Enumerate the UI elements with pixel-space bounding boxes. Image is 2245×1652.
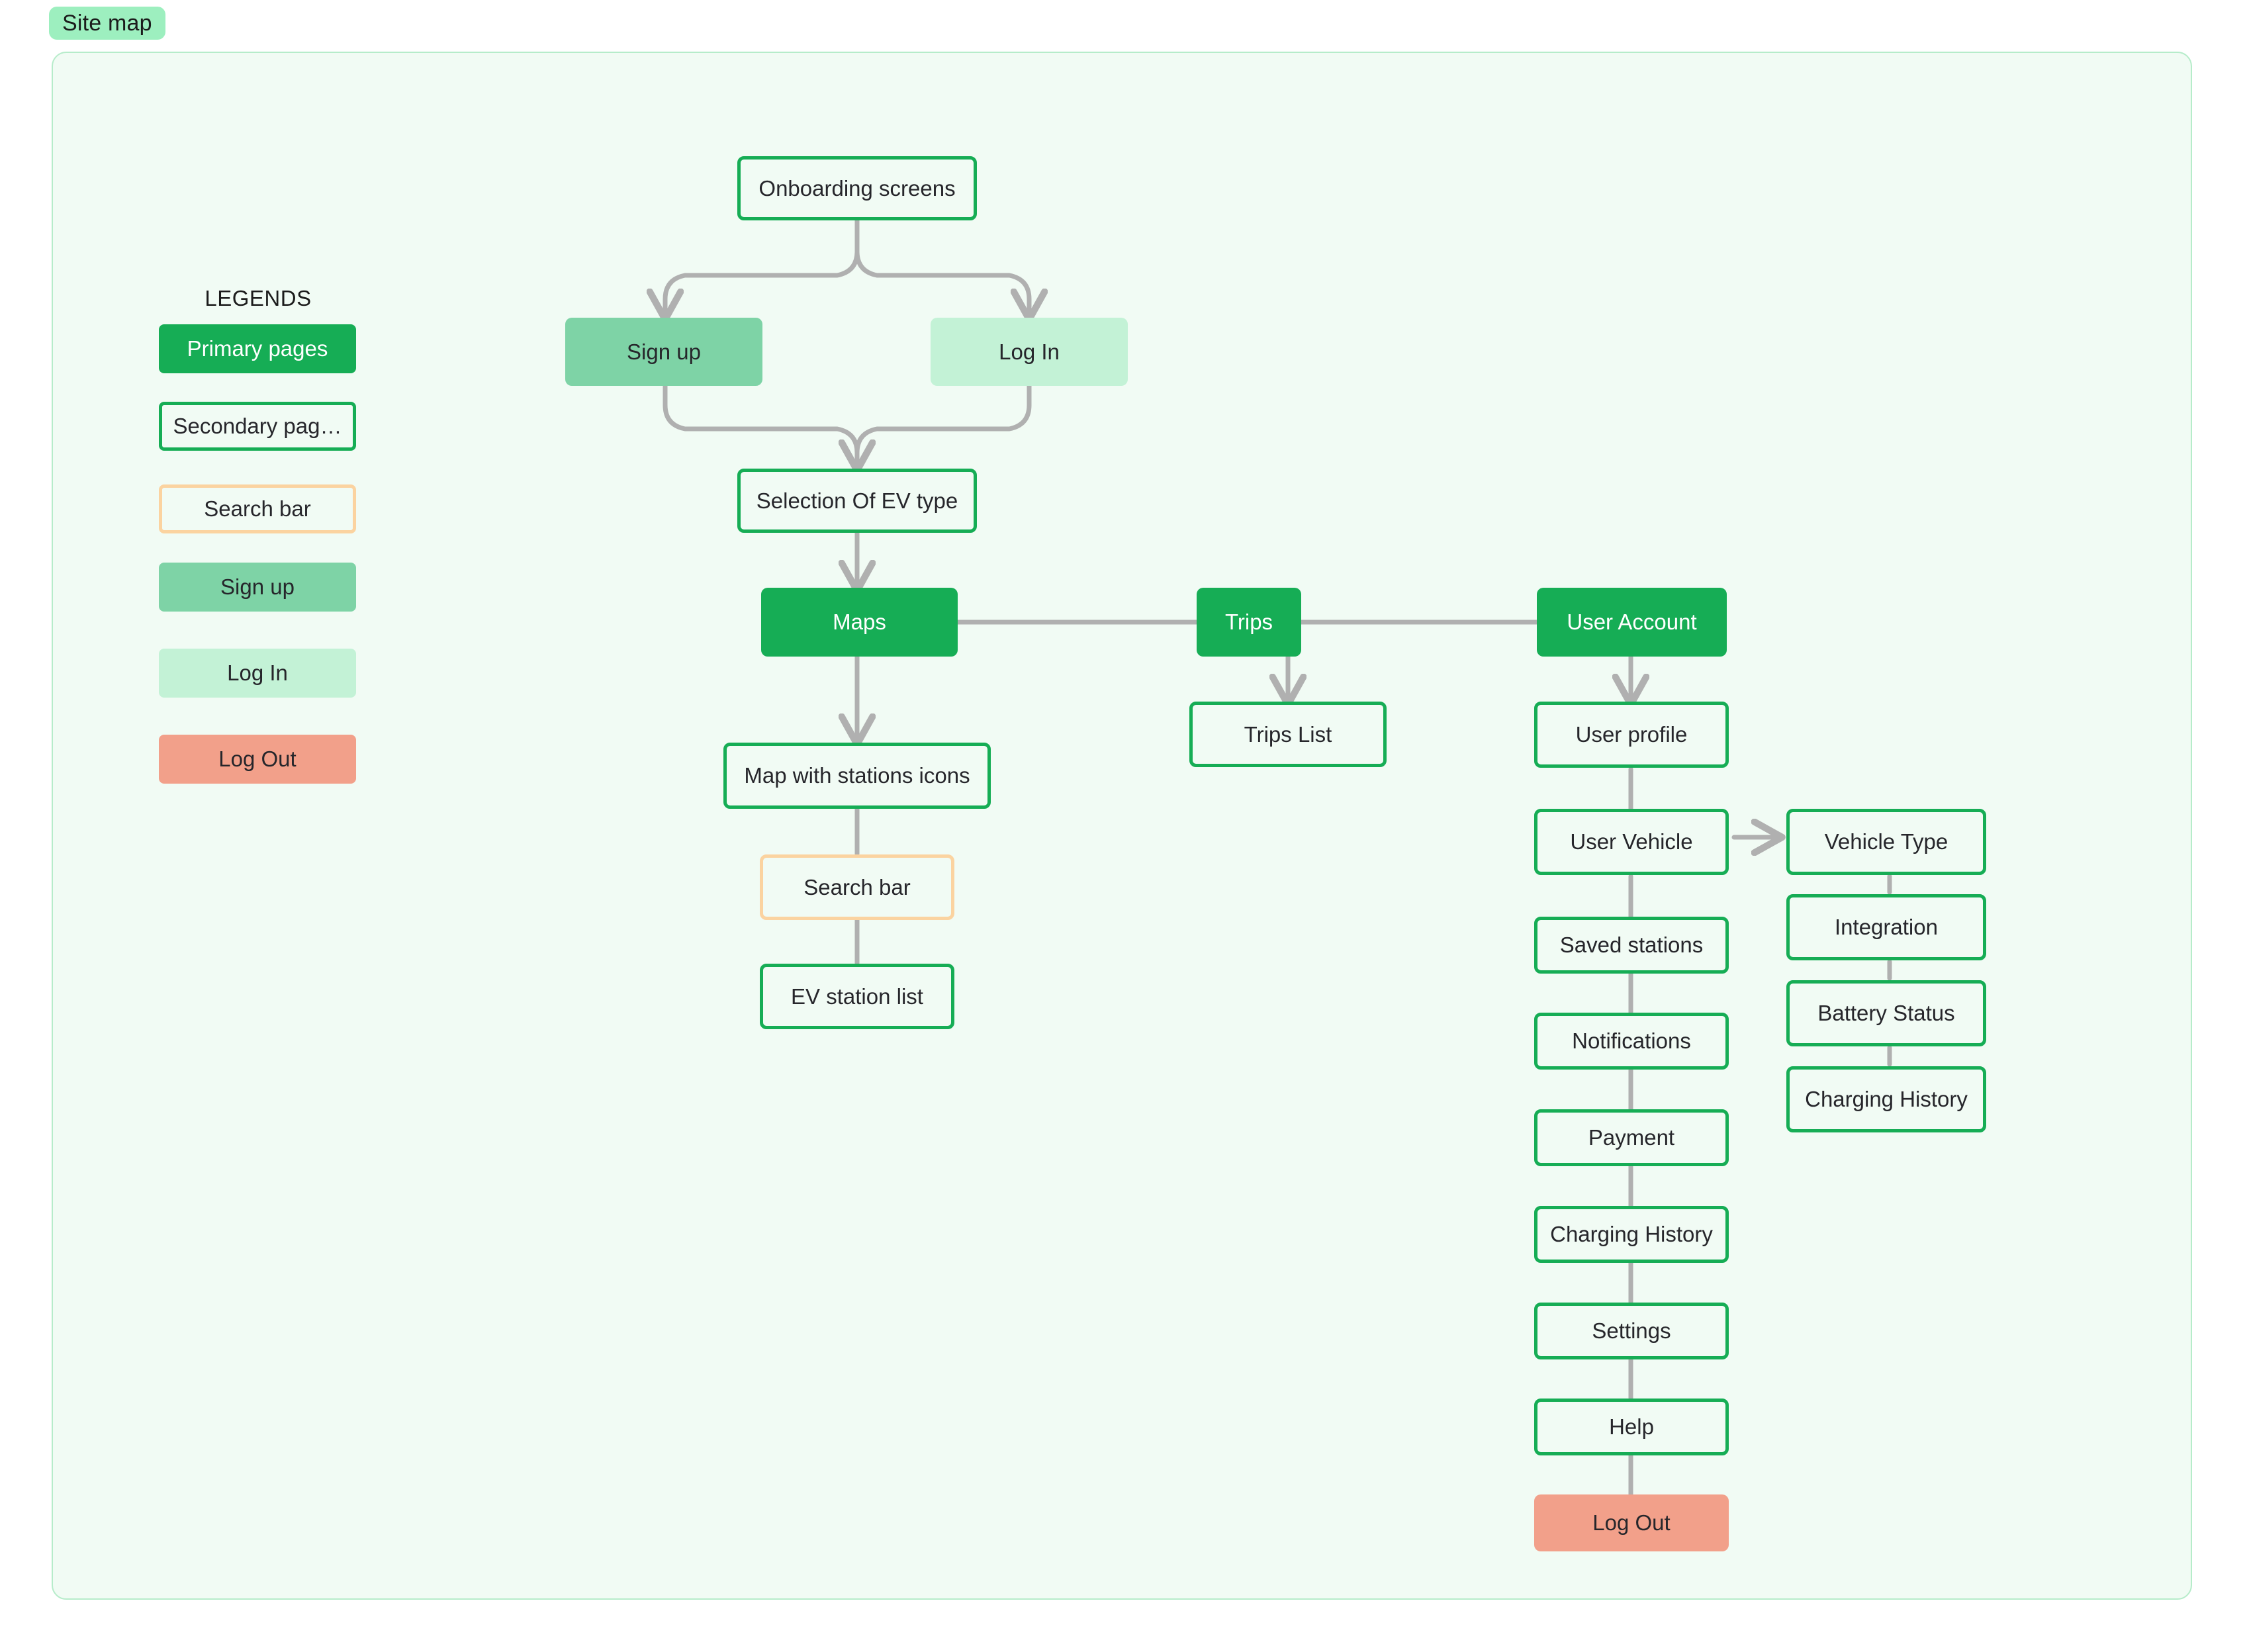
node-selection-of-ev-type[interactable]: Selection Of EV type (737, 469, 977, 533)
legend-item-sign-up: Sign up (159, 563, 356, 612)
node-vehicle-type[interactable]: Vehicle Type (1786, 809, 1986, 875)
node-maps[interactable]: Maps (761, 588, 958, 657)
node-trips[interactable]: Trips (1197, 588, 1301, 657)
node-battery-status[interactable]: Battery Status (1786, 980, 1986, 1046)
legend-item-log-in: Log In (159, 649, 356, 698)
node-map-with-stations-icons[interactable]: Map with stations icons (723, 743, 991, 809)
legend-item-log-out: Log Out (159, 735, 356, 784)
page-title-badge: Site map (49, 7, 165, 40)
node-log-in[interactable]: Log In (931, 318, 1128, 386)
node-ev-station-list[interactable]: EV station list (760, 964, 954, 1029)
node-notifications[interactable]: Notifications (1534, 1013, 1729, 1070)
legend-item-search-bar: Search bar (159, 484, 356, 533)
node-sign-up[interactable]: Sign up (565, 318, 762, 386)
node-user-vehicle[interactable]: User Vehicle (1534, 809, 1729, 875)
legend-heading: LEGENDS (205, 286, 312, 310)
node-trips-list[interactable]: Trips List (1189, 702, 1387, 767)
node-charging-history-vehicle[interactable]: Charging History (1786, 1066, 1986, 1132)
legend-item-primary-pages: Primary pages (159, 324, 356, 373)
node-settings[interactable]: Settings (1534, 1303, 1729, 1359)
node-user-account[interactable]: User Account (1537, 588, 1727, 657)
node-user-profile[interactable]: User profile (1534, 702, 1729, 768)
node-search-bar[interactable]: Search bar (760, 854, 954, 920)
node-integration[interactable]: Integration (1786, 894, 1986, 960)
node-log-out[interactable]: Log Out (1534, 1494, 1729, 1551)
node-help[interactable]: Help (1534, 1399, 1729, 1455)
node-saved-stations[interactable]: Saved stations (1534, 917, 1729, 974)
node-charging-history[interactable]: Charging History (1534, 1206, 1729, 1263)
node-onboarding-screens[interactable]: Onboarding screens (737, 156, 977, 220)
node-payment[interactable]: Payment (1534, 1109, 1729, 1166)
legend-item-secondary-pages: Secondary pag… (159, 402, 356, 451)
